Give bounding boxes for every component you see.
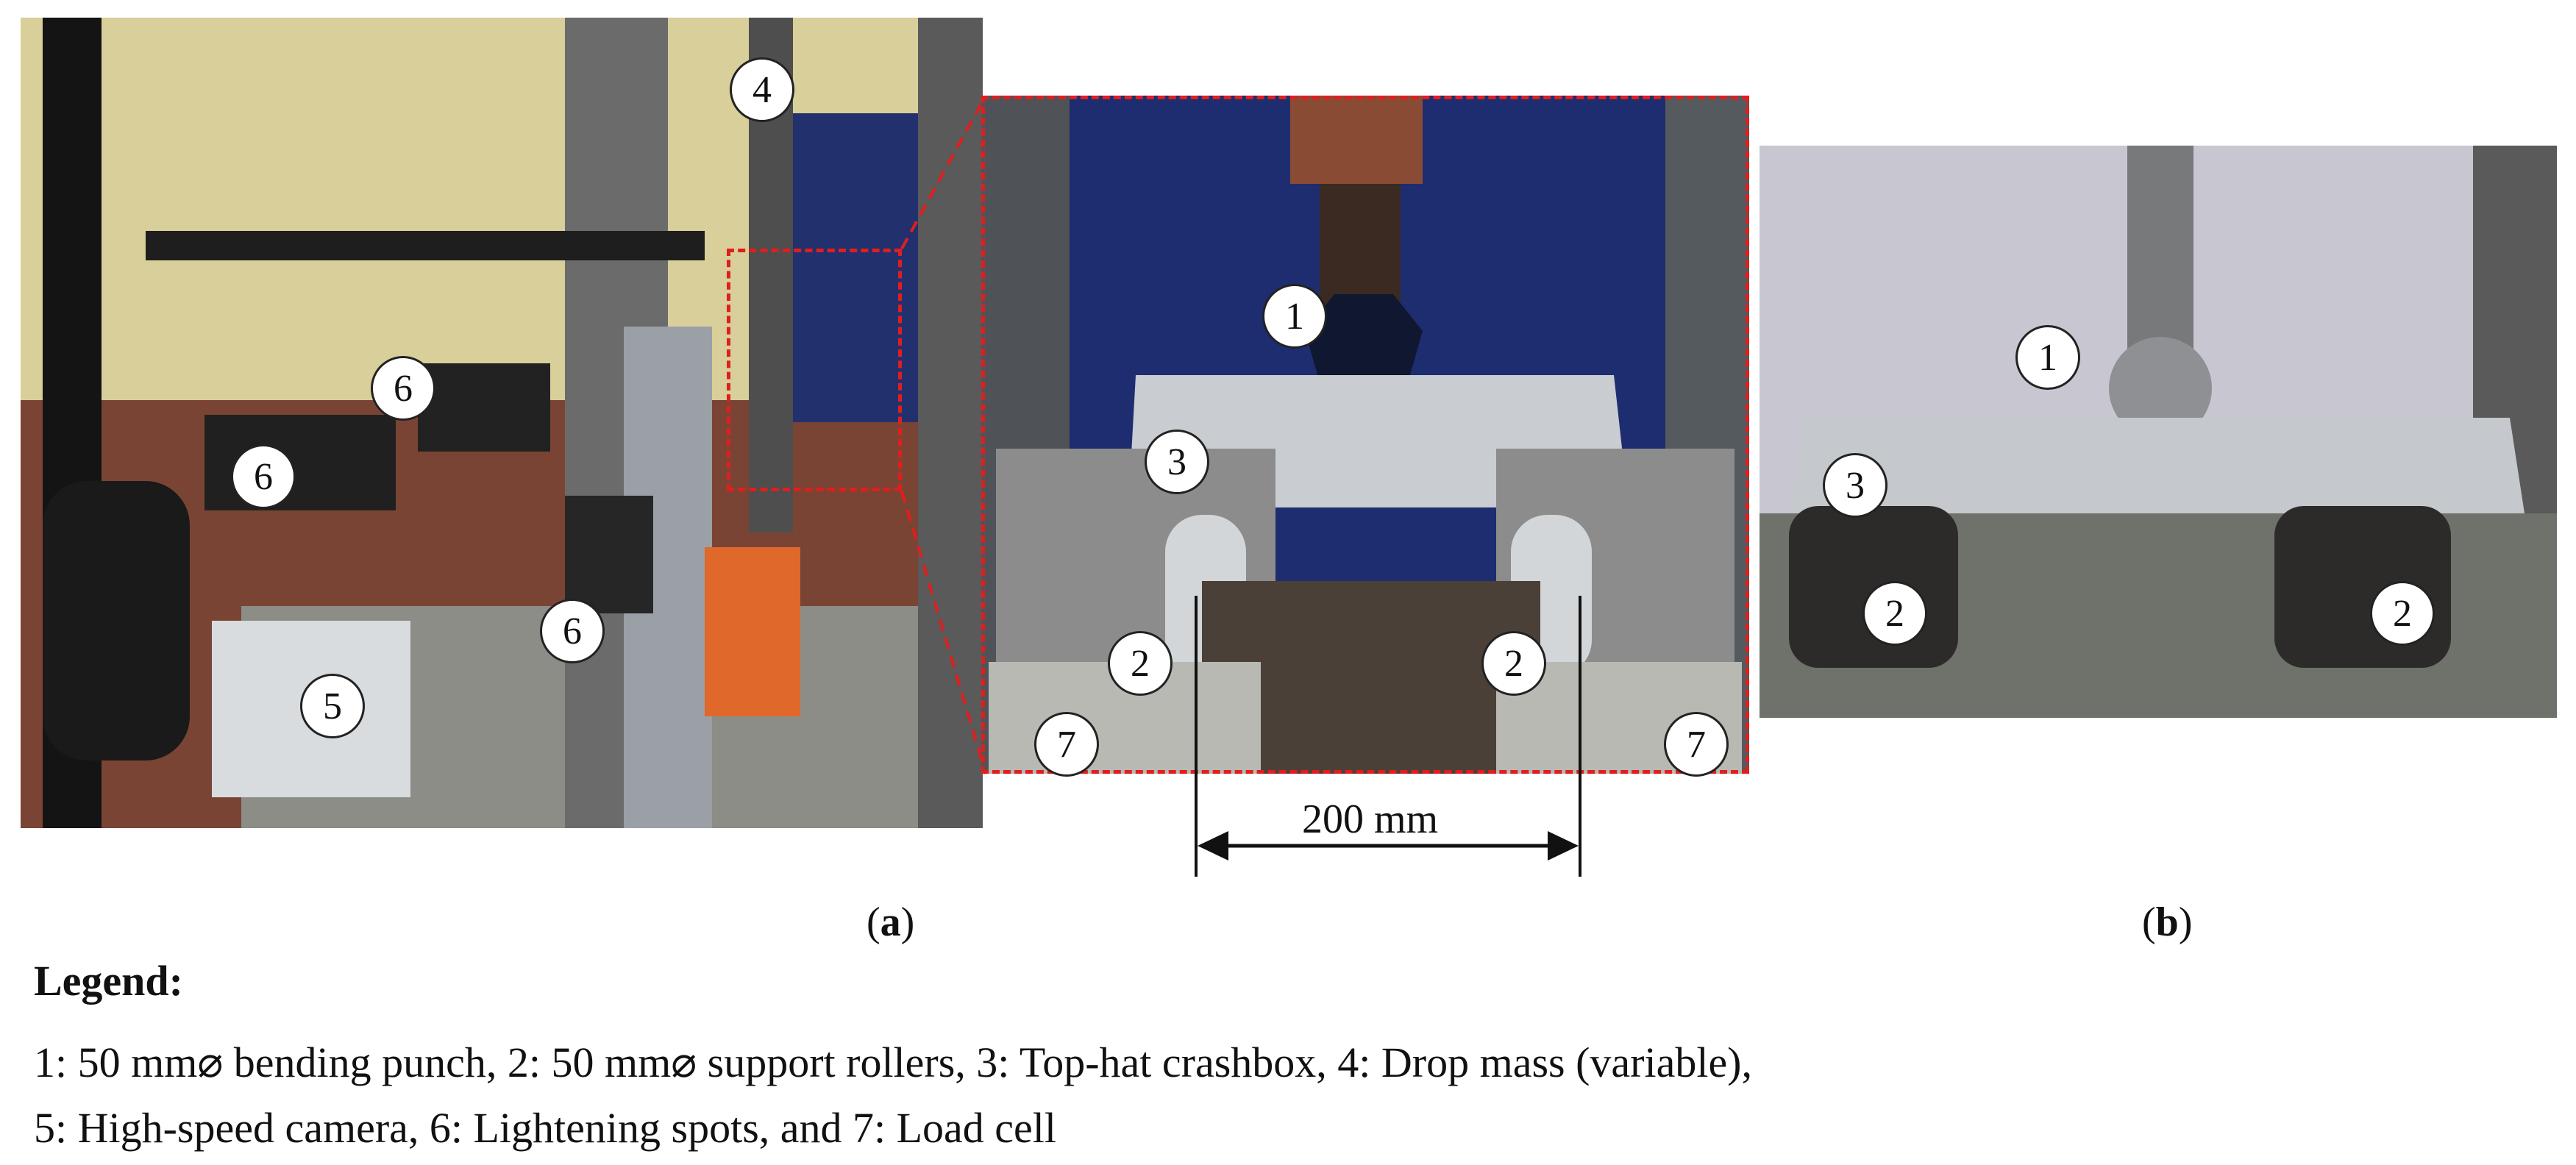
test-rig-overview-photo [21, 18, 983, 828]
callout-drop-mass: 4 [730, 57, 794, 122]
legend-title: Legend: [34, 957, 183, 1005]
callout-bending-punch: 1 [1262, 284, 1327, 349]
callout-load-cell: 7 [1664, 712, 1729, 777]
callout-lightening-spot: 6 [371, 356, 435, 421]
callout-support-roller: 2 [1108, 631, 1173, 696]
callout-lightening-spot: 6 [231, 444, 296, 509]
callout-crashbox: 3 [1823, 453, 1887, 518]
zoom-region-frame [727, 249, 902, 491]
legend-line: 5: High-speed camera, 6: Lightening spot… [34, 1104, 1057, 1152]
caption-letter: a [880, 899, 901, 945]
caption-close-paren: ) [900, 899, 915, 945]
callout-lightening-spot: 6 [540, 599, 605, 663]
panel-a-caption: (a) [867, 899, 914, 946]
callout-support-roller: 2 [2370, 581, 2435, 646]
caption-open-paren: ( [2142, 899, 2156, 945]
callout-crashbox: 3 [1145, 430, 1209, 494]
caption-open-paren: ( [867, 899, 880, 945]
legend-line: 1: 50 mm⌀ bending punch, 2: 50 mm⌀ suppo… [34, 1038, 1753, 1086]
dimension-arrow [1195, 596, 1581, 877]
test-rig-overview-illustration [21, 18, 983, 828]
zoom-detail-frame [981, 96, 1749, 774]
callout-bending-punch: 1 [2015, 325, 2080, 390]
callout-load-cell: 7 [1034, 712, 1099, 777]
caption-close-paren: ) [2178, 899, 2193, 945]
zoom-connector-lines [900, 96, 987, 774]
panel-b-caption: (b) [2142, 899, 2192, 946]
callout-high-speed-camera: 5 [300, 674, 365, 738]
callout-support-roller: 2 [1481, 631, 1546, 696]
callout-support-roller: 2 [1862, 581, 1927, 646]
caption-letter: b [2155, 899, 2179, 945]
bending-test-photo [1760, 146, 2557, 718]
dimension-label: 200 mm [1302, 797, 1439, 842]
